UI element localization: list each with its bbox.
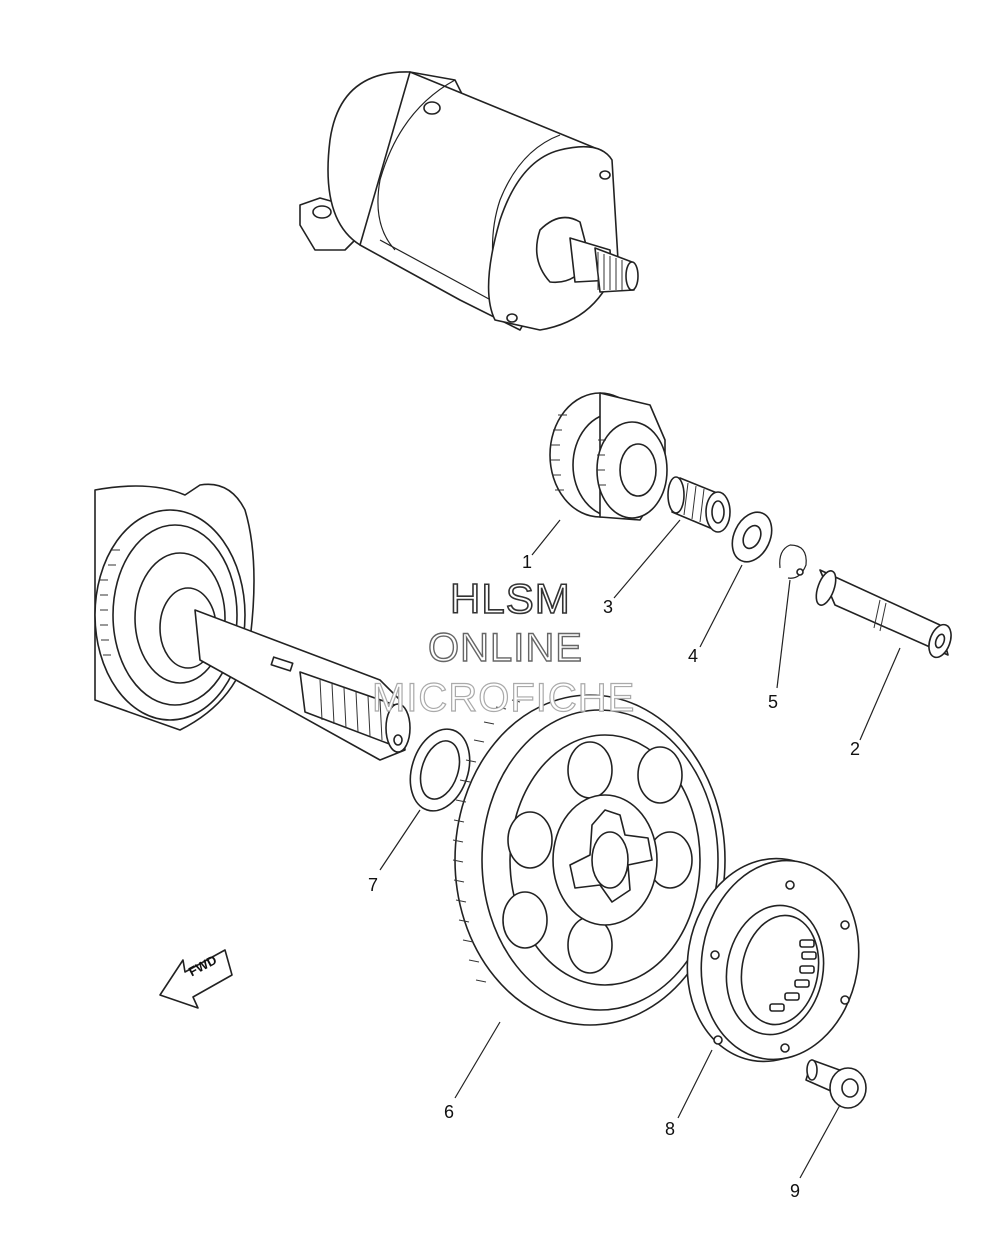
crankshaft-assembly [94,483,411,761]
idle-gear-shaft [815,569,952,659]
watermark-line-1: HLSM [449,575,571,622]
leader-lines [379,519,901,1179]
callout-9: 9 [790,1181,801,1201]
circlip [779,544,807,579]
fwd-arrow-icon [159,949,233,1009]
needle-bearing [667,476,731,533]
watermark-line-3: MICROFICHE [371,676,636,720]
watermark-line-2: ONLINE [427,626,583,670]
callout-4: 4 [688,646,699,666]
callout-2: 2 [850,739,861,759]
starter-motor [299,71,639,331]
callout-5: 5 [768,692,779,712]
clutch-bolt [805,1059,867,1109]
one-way-clutch [686,857,860,1063]
callout-6: 6 [444,1102,455,1122]
thrust-washer [731,511,773,563]
callout-3: 3 [603,597,614,617]
idle-gear [549,392,668,521]
crankshaft-washer [409,728,471,812]
callout-8: 8 [665,1119,676,1139]
callout-1: 1 [522,552,533,572]
callout-7: 7 [368,875,379,895]
starter-wheel-gear [452,694,726,1026]
